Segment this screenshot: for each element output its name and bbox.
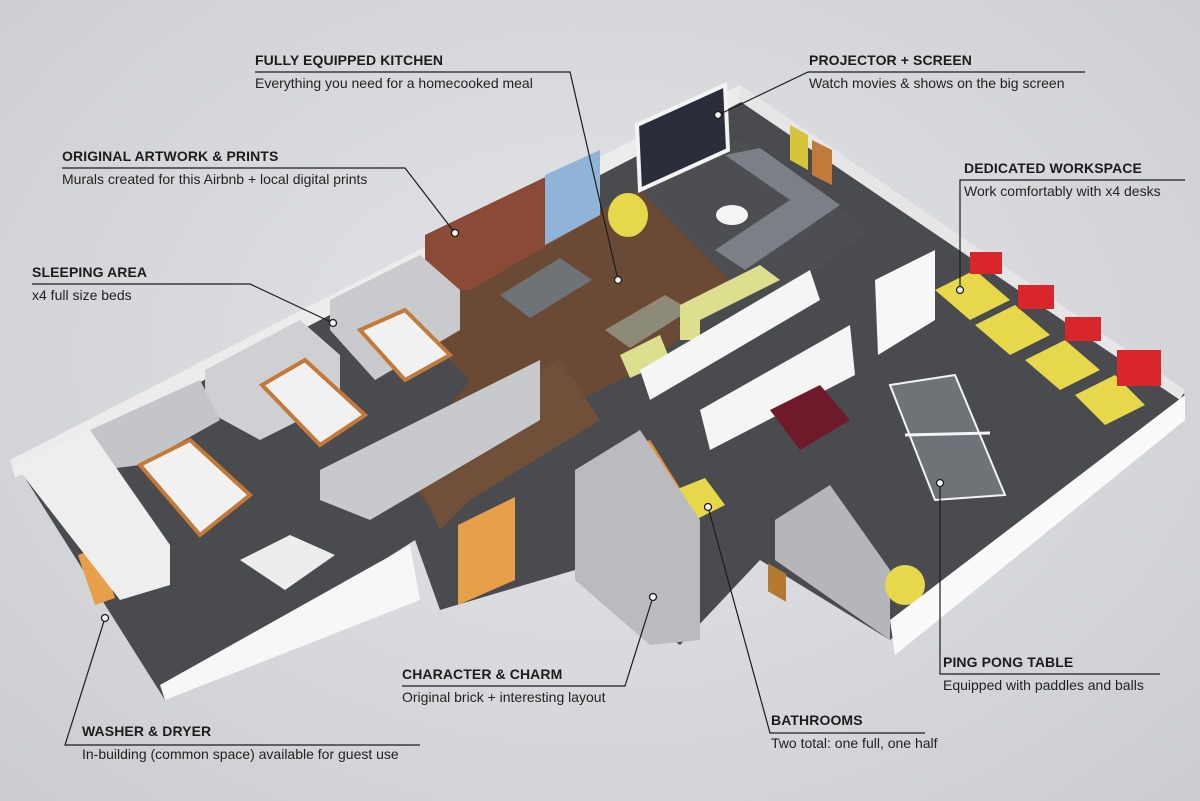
artwork-title: ORIGINAL ARTWORK & PRINTS (62, 148, 279, 164)
print-1 (768, 563, 786, 602)
pingpong-annotation: PING PONG TABLE Equipped with paddles an… (943, 654, 1144, 693)
desk-2 (975, 305, 1050, 355)
projector-marker (713, 110, 723, 120)
projector-title: PROJECTOR + SCREEN (809, 52, 972, 68)
kitchen-marker (613, 275, 623, 285)
sleeping-annotation: SLEEPING AREA x4 full size beds (32, 264, 147, 303)
bed-4 (240, 535, 335, 590)
pingpong-leader (939, 483, 1160, 675)
artwork-leader (62, 167, 456, 234)
front-door (458, 497, 515, 605)
workspace-leader (959, 179, 1185, 290)
workspace-wall (875, 250, 935, 355)
projector-desc: Watch movies & shows on the big screen (809, 75, 1065, 91)
dining-table (500, 258, 592, 318)
desk-1 (935, 270, 1010, 320)
entry-wood-floor (400, 360, 600, 530)
kitchen-annotation: FULLY EQUIPPED KITCHEN Everything you ne… (255, 52, 533, 91)
shelf-3 (1065, 317, 1101, 341)
bathroom-vanity (675, 478, 725, 520)
workspace-annotation: DEDICATED WORKSPACE Work comfortably wit… (964, 160, 1161, 199)
sleeping-leader (32, 283, 334, 324)
workspace-desc: Work comfortably with x4 desks (964, 183, 1161, 199)
artwork-marker (450, 228, 460, 238)
ping-pong-net (904, 431, 991, 437)
sectional-sofa (715, 148, 840, 270)
front-wall-left (160, 545, 420, 700)
bed-3 (136, 437, 254, 538)
maroon-sofa (770, 385, 850, 450)
coffee-table (716, 205, 748, 225)
brick-wall-front (575, 430, 700, 645)
bed-1 (356, 307, 454, 383)
kitchen-leader (255, 71, 619, 281)
shelf-2 (1018, 285, 1054, 309)
ping-pong-table (888, 373, 1007, 502)
desk-4 (1075, 375, 1145, 425)
desk-3 (1025, 340, 1100, 390)
bathrooms-annotation: BATHROOMS Two total: one full, one half (771, 712, 938, 751)
projector-annotation: PROJECTOR + SCREEN Watch movies & shows … (809, 52, 1065, 91)
washer-annotation: WASHER & DRYER In-building (common space… (82, 723, 399, 762)
shelf-1 (970, 252, 1002, 274)
yellow-chair-2 (885, 565, 925, 605)
kitchen-title: FULLY EQUIPPED KITCHEN (255, 52, 444, 68)
artwork-desc: Murals created for this Airbnb + local d… (62, 171, 368, 187)
print-3 (812, 140, 832, 185)
pingpong-marker (935, 478, 945, 488)
projector-screen (634, 81, 731, 194)
pingpong-title: PING PONG TABLE (943, 654, 1074, 670)
kitchen-island (605, 295, 690, 348)
artwork-annotation: ORIGINAL ARTWORK & PRINTS Murals created… (62, 148, 367, 187)
sleeping-marker (328, 318, 338, 328)
character-desc: Original brick + interesting layout (402, 689, 606, 705)
lounge-carpet (640, 140, 870, 290)
laundry-wall (15, 430, 170, 600)
projector-leader (717, 71, 1085, 116)
shelf-4 (1117, 350, 1161, 386)
character-marker (648, 592, 658, 602)
front-wall-right (890, 395, 1185, 655)
bathrooms-marker (703, 502, 713, 512)
mural-sky (545, 150, 600, 245)
character-leader (402, 596, 654, 687)
workspace-title: DEDICATED WORKSPACE (964, 160, 1142, 176)
sleeping-desc: x4 full size beds (32, 287, 132, 303)
yellow-chair (608, 193, 648, 237)
pingpong-desc: Equipped with paddles and balls (943, 677, 1144, 693)
bed-2 (258, 357, 369, 448)
washer-marker (100, 613, 110, 623)
lounge-wall-2 (700, 325, 855, 450)
bathrooms-leader (707, 506, 925, 734)
washer-leader (64, 617, 420, 746)
kitchen-cabinet (620, 335, 670, 378)
bedroom-partition-3 (90, 380, 220, 470)
character-annotation: CHARACTER & CHARM Original brick + inter… (402, 666, 606, 705)
bathrooms-title: BATHROOMS (771, 712, 863, 728)
lounge-wall-1 (640, 270, 820, 400)
kitchen-counter (680, 265, 780, 340)
print-2 (790, 125, 808, 170)
laundry-door (78, 548, 115, 605)
bathrooms-desc: Two total: one full, one half (771, 735, 938, 751)
washer-desc: In-building (common space) available for… (82, 746, 399, 762)
brick-wall-hall (320, 360, 540, 520)
washer-title: WASHER & DRYER (82, 723, 212, 739)
workspace-marker (955, 285, 965, 295)
kitchen-desc: Everything you need for a homecooked mea… (255, 75, 533, 91)
character-title: CHARACTER & CHARM (402, 666, 563, 682)
brick-wall-right (775, 485, 890, 640)
sleeping-title: SLEEPING AREA (32, 264, 148, 280)
